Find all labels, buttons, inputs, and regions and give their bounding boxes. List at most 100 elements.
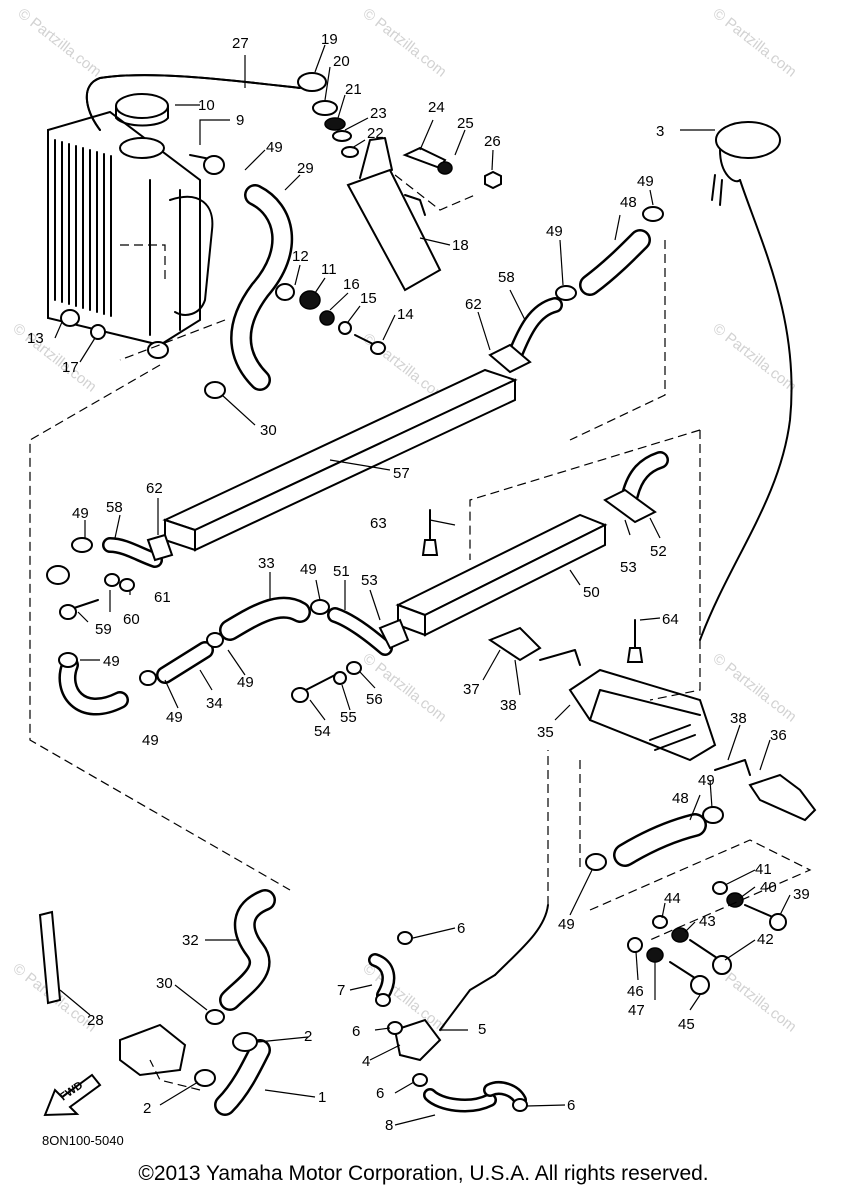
callout-49: 49 bbox=[558, 916, 575, 933]
callout-60: 60 bbox=[123, 611, 140, 628]
callout-29: 29 bbox=[297, 160, 314, 177]
callout-33: 33 bbox=[258, 555, 275, 572]
callout-11: 11 bbox=[321, 261, 337, 278]
callout-63: 63 bbox=[370, 515, 387, 532]
callout-41: 41 bbox=[755, 861, 772, 878]
small-parts-upper-drawing bbox=[60, 283, 386, 355]
callout-32: 32 bbox=[182, 932, 199, 949]
callout-18: 18 bbox=[452, 237, 469, 254]
callout-17: 17 bbox=[62, 359, 79, 376]
callout-49: 49 bbox=[300, 561, 317, 578]
cap-parts-drawing bbox=[297, 72, 359, 158]
bolt-set-drawing bbox=[291, 661, 362, 703]
callout-8: 8 bbox=[385, 1117, 393, 1134]
strap-28-drawing bbox=[38, 910, 62, 1005]
callout-62: 62 bbox=[146, 480, 163, 497]
callout-62: 62 bbox=[465, 296, 482, 313]
sensor-pins-drawing bbox=[421, 509, 644, 663]
callout-6: 6 bbox=[457, 920, 465, 937]
callout-55: 55 bbox=[340, 709, 357, 726]
callout-44: 44 bbox=[664, 890, 681, 907]
callout-38: 38 bbox=[500, 697, 517, 714]
callout-7: 7 bbox=[337, 982, 345, 999]
forward-arrow-icon bbox=[43, 1073, 102, 1117]
callout-25: 25 bbox=[457, 115, 474, 132]
bolt-washer-nut-drawing bbox=[402, 146, 502, 190]
callout-48: 48 bbox=[620, 194, 637, 211]
callout-2: 2 bbox=[304, 1028, 312, 1045]
callout-45: 45 bbox=[678, 1016, 695, 1033]
callout-64: 64 bbox=[662, 611, 679, 628]
leader-lines bbox=[54, 44, 791, 1126]
water-pump-drawing bbox=[119, 1023, 187, 1077]
callout-37: 37 bbox=[463, 681, 480, 698]
hose-58-upper-drawing bbox=[488, 297, 563, 374]
callout-54: 54 bbox=[314, 723, 331, 740]
callout-22: 22 bbox=[367, 125, 384, 142]
callout-49: 49 bbox=[698, 772, 715, 789]
callout-15: 15 bbox=[360, 290, 377, 307]
callout-6: 6 bbox=[567, 1097, 575, 1114]
callout-40: 40 bbox=[760, 879, 777, 896]
callout-34: 34 bbox=[206, 695, 223, 712]
clamp-30-drawing bbox=[204, 381, 226, 399]
callout-4: 4 bbox=[362, 1053, 370, 1070]
callout-52: 52 bbox=[650, 543, 667, 560]
callout-10: 10 bbox=[198, 97, 215, 114]
callout-58: 58 bbox=[106, 499, 123, 516]
callout-49: 49 bbox=[72, 505, 89, 522]
callout-30: 30 bbox=[260, 422, 277, 439]
callout-30: 30 bbox=[156, 975, 173, 992]
callout-39: 39 bbox=[793, 886, 810, 903]
reservoir-tank-drawing bbox=[346, 137, 442, 292]
heat-exchanger-57-drawing bbox=[162, 368, 518, 552]
callout-53: 53 bbox=[620, 559, 637, 576]
diagram-code: 8ON100-5040 bbox=[42, 1133, 124, 1148]
callout-1: 1 bbox=[318, 1089, 326, 1106]
callout-3: 3 bbox=[656, 123, 664, 140]
callout-56: 56 bbox=[366, 691, 383, 708]
callout-50: 50 bbox=[583, 584, 600, 601]
callout-19: 19 bbox=[321, 31, 338, 48]
callout-36: 36 bbox=[770, 727, 787, 744]
callout-12: 12 bbox=[292, 248, 309, 265]
callout-49: 49 bbox=[637, 173, 654, 190]
callout-28: 28 bbox=[87, 1012, 104, 1029]
callout-61: 61 bbox=[154, 589, 171, 606]
callout-51: 51 bbox=[333, 563, 350, 580]
callout-49: 49 bbox=[546, 223, 563, 240]
radiator-drawing bbox=[47, 93, 225, 359]
callout-49: 49 bbox=[237, 674, 254, 691]
bolts-39-47-drawing bbox=[627, 881, 787, 995]
callout-6: 6 bbox=[376, 1085, 384, 1102]
callout-53: 53 bbox=[361, 572, 378, 589]
callout-23: 23 bbox=[370, 105, 387, 122]
callout-35: 35 bbox=[537, 724, 554, 741]
callout-42: 42 bbox=[757, 931, 774, 948]
callout-58: 58 bbox=[498, 269, 515, 286]
left-fittings-drawing bbox=[46, 533, 174, 620]
callout-26: 26 bbox=[484, 133, 501, 150]
callout-5: 5 bbox=[478, 1021, 486, 1038]
callout-16: 16 bbox=[343, 276, 360, 293]
callout-24: 24 bbox=[428, 99, 445, 116]
callout-38: 38 bbox=[730, 710, 747, 727]
callout-13: 13 bbox=[27, 330, 44, 347]
callout-21: 21 bbox=[345, 81, 362, 98]
temperature-sensor-drawing bbox=[699, 121, 793, 641]
callout-6: 6 bbox=[352, 1023, 360, 1040]
heat-exchanger-50-drawing bbox=[395, 513, 608, 637]
callout-47: 47 bbox=[628, 1002, 645, 1019]
callout-2: 2 bbox=[143, 1100, 151, 1117]
callout-57: 57 bbox=[393, 465, 410, 482]
callout-9: 9 bbox=[236, 112, 244, 129]
callout-14: 14 bbox=[397, 306, 414, 323]
callout-59: 59 bbox=[95, 621, 112, 638]
assembly-lines bbox=[29, 174, 812, 1091]
callout-43: 43 bbox=[699, 913, 716, 930]
callout-27: 27 bbox=[232, 35, 249, 52]
callout-46: 46 bbox=[627, 983, 644, 1000]
callout-49: 49 bbox=[166, 709, 183, 726]
callout-labels: 1 2 2 3 4 5 6 6 6 6 7 8 9 10 11 12 13 14… bbox=[27, 31, 810, 1148]
